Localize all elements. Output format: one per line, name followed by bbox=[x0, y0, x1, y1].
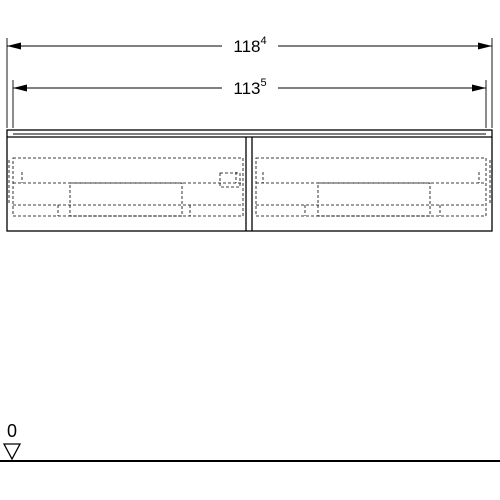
left-drawer-hidden-lines bbox=[8, 157, 244, 217]
level-triangle-icon bbox=[2, 443, 22, 461]
overall-width-label: 1184 bbox=[233, 35, 266, 56]
overall-arrow-left-icon bbox=[7, 42, 21, 50]
inner-arrow-right-icon bbox=[472, 84, 486, 92]
cabinet-outline bbox=[6, 129, 493, 232]
right-drawer-box bbox=[255, 157, 487, 217]
inner-width-dimension: 1135 bbox=[12, 77, 487, 128]
inner-width-label: 1135 bbox=[233, 77, 266, 98]
floor-level-label: 0 bbox=[7, 421, 17, 441]
overall-arrow-right-icon bbox=[478, 42, 492, 50]
right-drawer-hidden-lines bbox=[255, 157, 491, 217]
cabinet bbox=[6, 129, 493, 232]
inner-arrow-left-icon bbox=[13, 84, 27, 92]
floor-marker: 0 bbox=[0, 421, 500, 462]
right-siphon-cutout bbox=[317, 182, 431, 217]
left-siphon-cutout bbox=[69, 182, 183, 217]
overall-width-dimension: 1184 bbox=[6, 35, 493, 128]
left-drawer-box bbox=[12, 157, 244, 217]
left-drawer-bracket bbox=[219, 172, 241, 188]
